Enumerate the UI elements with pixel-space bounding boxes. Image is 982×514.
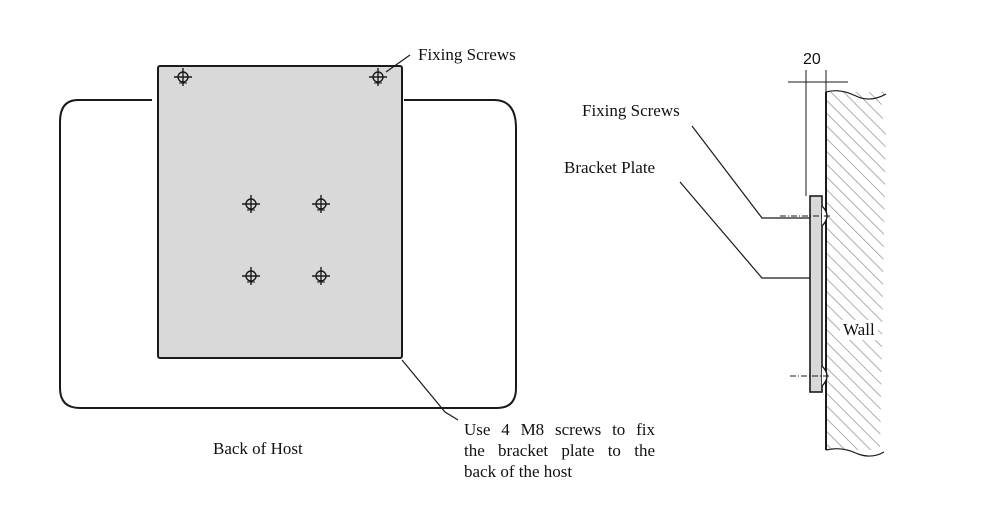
bracket-plate-front	[157, 65, 403, 359]
wall	[825, 90, 887, 457]
leader-fixing-screws-left	[385, 54, 411, 73]
m8-note-line-3: back of the host	[464, 462, 573, 481]
label-m8-note: Use 4 M8 screws to fix the bracket plate…	[464, 419, 655, 482]
m8-note-line-1: Use 4 M8 screws to fix	[464, 420, 655, 439]
dimension-20	[788, 70, 848, 196]
leader-bracket-plate	[679, 181, 810, 279]
label-fixing-screws-left: Fixing Screws	[418, 45, 516, 64]
label-fixing-screws-right: Fixing Screws	[582, 101, 680, 120]
host-back-outline	[59, 99, 517, 409]
side-screw-icons	[780, 205, 830, 387]
label-bracket-plate: Bracket Plate	[564, 158, 656, 177]
leader-m8-note	[401, 359, 459, 421]
m8-note-line-2: the bracket plate to the	[464, 441, 655, 460]
bracket-plate-side	[809, 195, 823, 393]
label-wall: Wall	[840, 320, 878, 340]
label-back-of-host: Back of Host	[213, 439, 303, 458]
label-dimension-20: 20	[803, 51, 821, 68]
leader-fixing-screws-right	[691, 125, 810, 219]
